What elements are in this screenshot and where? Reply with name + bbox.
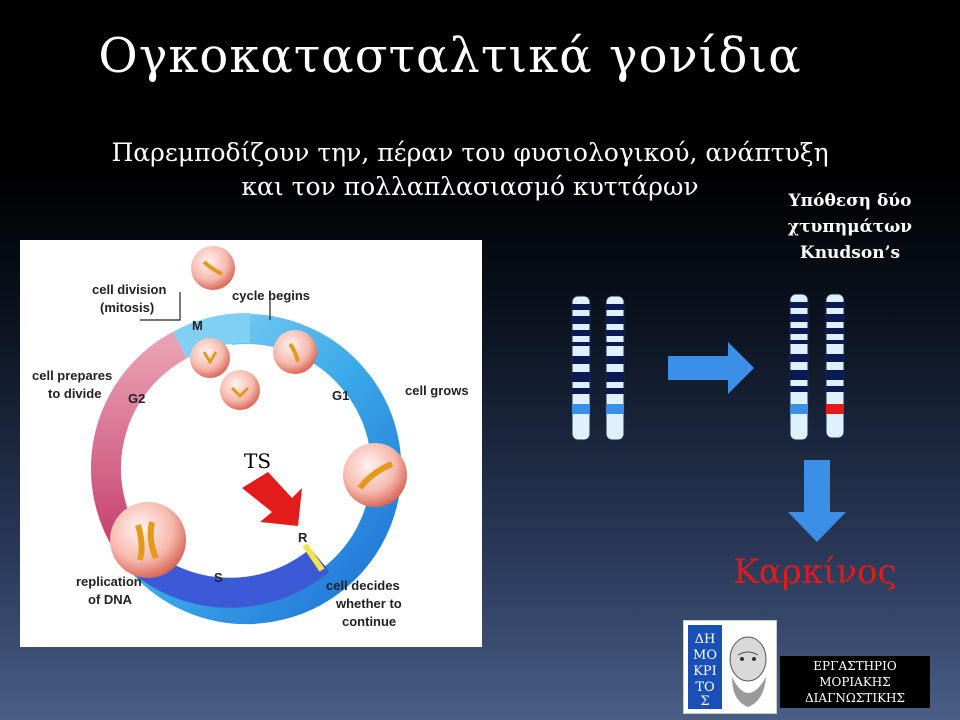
label-cell-grows: cell grows — [405, 383, 469, 398]
label-ts: TS — [244, 449, 271, 473]
label-g2: G2 — [128, 391, 145, 406]
democritus-logo: ΔΗ ΜΟ ΚΡΙ ΤΟ Σ — [683, 620, 777, 714]
label-continue: continue — [342, 614, 396, 629]
label-cycle-begins: cycle begins — [232, 288, 310, 303]
svg-text:Σ: Σ — [700, 694, 709, 709]
svg-text:ΜΟ: ΜΟ — [693, 648, 717, 663]
knudson-hypothesis-label: Υπόθεση δύο χτυπημάτων Knudson’s — [760, 188, 940, 266]
label-to-divide: to divide — [48, 386, 101, 401]
svg-text:ΤΟ: ΤΟ — [695, 680, 714, 695]
slide-subtitle: Παρεμποδίζουν την, πέραν του φυσιολογικο… — [20, 136, 920, 204]
svg-text:ΚΡΙ: ΚΡΙ — [693, 664, 717, 679]
label-mitosis: (mitosis) — [100, 300, 154, 315]
hypothesis-line-1: Υπόθεση δύο — [788, 191, 912, 211]
label-whether-to: whether to — [335, 596, 402, 611]
label-of-dna: of DNA — [88, 592, 133, 607]
cell-m-lower — [220, 370, 260, 410]
ts-red-arrow — [242, 472, 302, 526]
cell-cycle-diagram: cell division (mitosis) cycle begins M c… — [20, 240, 482, 647]
chromosome-normal-2 — [605, 295, 625, 441]
subtitle-line-2: και τον πολλαπλασιασμό κυττάρων — [241, 172, 699, 201]
r-checkpoint-line — [302, 543, 325, 572]
lab-line-3: ΔΙΑΓΝΩΣΤΙΚΗΣ — [805, 691, 905, 705]
subtitle-line-1: Παρεμποδίζουν την, πέραν του φυσιολογικο… — [111, 138, 829, 167]
chromosome-mutated-2 — [825, 293, 845, 439]
right-arrow — [668, 342, 754, 394]
hypothesis-line-3: Knudson’s — [799, 243, 901, 263]
label-cell-prepares: cell prepares — [32, 368, 112, 383]
chromosome-mutated-1 — [789, 293, 809, 441]
label-replication: replication — [76, 574, 142, 589]
cell-m-upper — [190, 338, 230, 378]
lab-line-2: ΜΟΡΙΑΚΗΣ — [819, 675, 891, 689]
label-m: M — [192, 318, 203, 333]
svg-text:ΔΗ: ΔΗ — [695, 632, 716, 647]
label-cell-decides: cell decides — [326, 578, 400, 593]
label-s: S — [214, 570, 223, 585]
hypothesis-line-2: χτυπημάτων — [787, 217, 913, 237]
knudson-chromosome-diagram — [571, 293, 846, 542]
label-cell-division: cell division — [92, 282, 166, 297]
lab-line-1: ΕΡΓΑΣΤΗΡΙΟ — [813, 659, 897, 673]
cancer-label: Καρκίνος — [733, 552, 897, 592]
lab-name-badge: ΕΡΓΑΣΤΗΡΙΟ ΜΟΡΙΑΚΗΣ ΔΙΑΓΝΩΣΤΙΚΗΣ — [780, 656, 930, 708]
down-arrow — [788, 460, 846, 542]
chromosome-normal-1 — [571, 295, 591, 441]
label-g1: G1 — [332, 388, 349, 403]
slide-title: Ογκοκατασταλτικά γονίδια — [98, 28, 802, 84]
ring-m-segment — [172, 312, 251, 359]
label-r: R — [298, 530, 308, 545]
